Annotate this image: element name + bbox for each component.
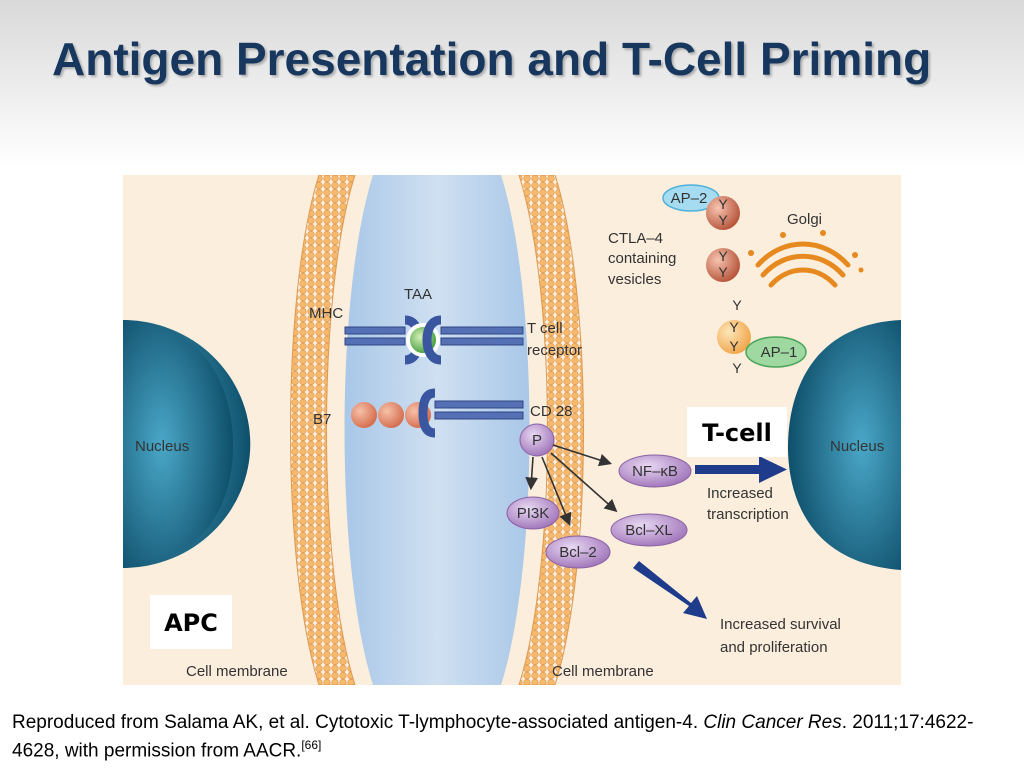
citation: Reproduced from Salama AK, et al. Cytoto… <box>12 712 1012 762</box>
cd28-label: CD 28 <box>530 403 573 420</box>
y-label-2b: Y <box>718 264 728 280</box>
ap1-node <box>745 336 807 368</box>
ap1-label: AP–1 <box>761 344 798 361</box>
ctla4-vesicle-1 <box>706 196 740 230</box>
y-label-1a: Y <box>718 196 728 212</box>
cd28-receptor <box>418 388 524 438</box>
y-label-free: Y <box>732 297 742 313</box>
slide-title: Antigen Presentation and T-Cell Priming <box>52 33 932 85</box>
tcr-receptor <box>422 315 524 365</box>
nucleus-right-label: Nucleus <box>830 438 884 455</box>
y-label-3b: Y <box>729 338 739 354</box>
pi3k-node <box>506 496 560 530</box>
p-node <box>519 423 555 457</box>
increased-transcription-1: Increased <box>707 485 773 502</box>
ctla4-vesicle-3 <box>717 320 751 354</box>
survival-arrow <box>633 561 707 619</box>
ctla4-label-2: containing <box>608 250 676 267</box>
citation-reference: [66] <box>301 738 322 752</box>
bclxl-label: Bcl–XL <box>625 522 673 539</box>
citation-text-after: . 2011;17:4622-4628, with permission fro… <box>12 712 974 762</box>
taa-label: TAA <box>404 286 432 303</box>
cell-membrane-left-label: Cell membrane <box>186 663 288 680</box>
signaling-arrows <box>525 444 618 526</box>
tcr-label-1: T cell <box>527 320 563 337</box>
cell-membrane-right-label: Cell membrane <box>552 663 654 680</box>
transcription-arrow <box>695 456 787 483</box>
golgi-label: Golgi <box>787 211 822 228</box>
apc-label-box <box>150 595 232 649</box>
apc-membrane <box>290 175 356 685</box>
pi3k-label: PI3K <box>517 505 550 522</box>
bcl2-label: Bcl–2 <box>559 544 597 561</box>
apc-nucleus-outline <box>123 320 233 568</box>
p-label: P <box>532 432 542 449</box>
b7-label: B7 <box>313 411 331 428</box>
bcl2-node <box>545 535 611 569</box>
intercellular-space <box>344 175 530 685</box>
y-label-3a: Y <box>729 319 739 335</box>
y-label-1b: Y <box>718 212 728 228</box>
ctla4-label-3: vesicles <box>608 271 661 288</box>
diagram-figure: P NF–κB PI3K Bcl–XL Bcl–2 AP–2 Y Y <box>123 175 901 685</box>
nucleus-left-label: Nucleus <box>135 438 189 455</box>
bclxl-node <box>610 513 688 547</box>
tcell-label-box <box>687 407 787 457</box>
y-label-3c: Y <box>732 360 742 376</box>
citation-journal: Clin Cancer Res <box>703 712 842 733</box>
increased-survival-2: and proliferation <box>720 639 828 656</box>
ctla4-label-1: CTLA–4 <box>608 230 663 247</box>
apc-label: APC <box>164 609 218 637</box>
citation-text-before: Reproduced from Salama AK, et al. Cytoto… <box>12 712 704 733</box>
increased-transcription-2: transcription <box>707 506 789 523</box>
tcr-label-2: receptor <box>527 342 582 359</box>
nfkb-label: NF–κB <box>632 463 678 480</box>
tcell-label: T-cell <box>702 419 772 447</box>
nfkb-node <box>618 454 692 488</box>
ap2-label: AP–2 <box>671 190 708 207</box>
y-label-2a: Y <box>718 248 728 264</box>
mhc-label: MHC <box>309 305 343 322</box>
ctla4-vesicle-2 <box>706 248 740 282</box>
golgi-apparatus <box>748 230 864 288</box>
tcell-nucleus <box>788 320 901 570</box>
increased-survival-1: Increased survival <box>720 616 841 633</box>
